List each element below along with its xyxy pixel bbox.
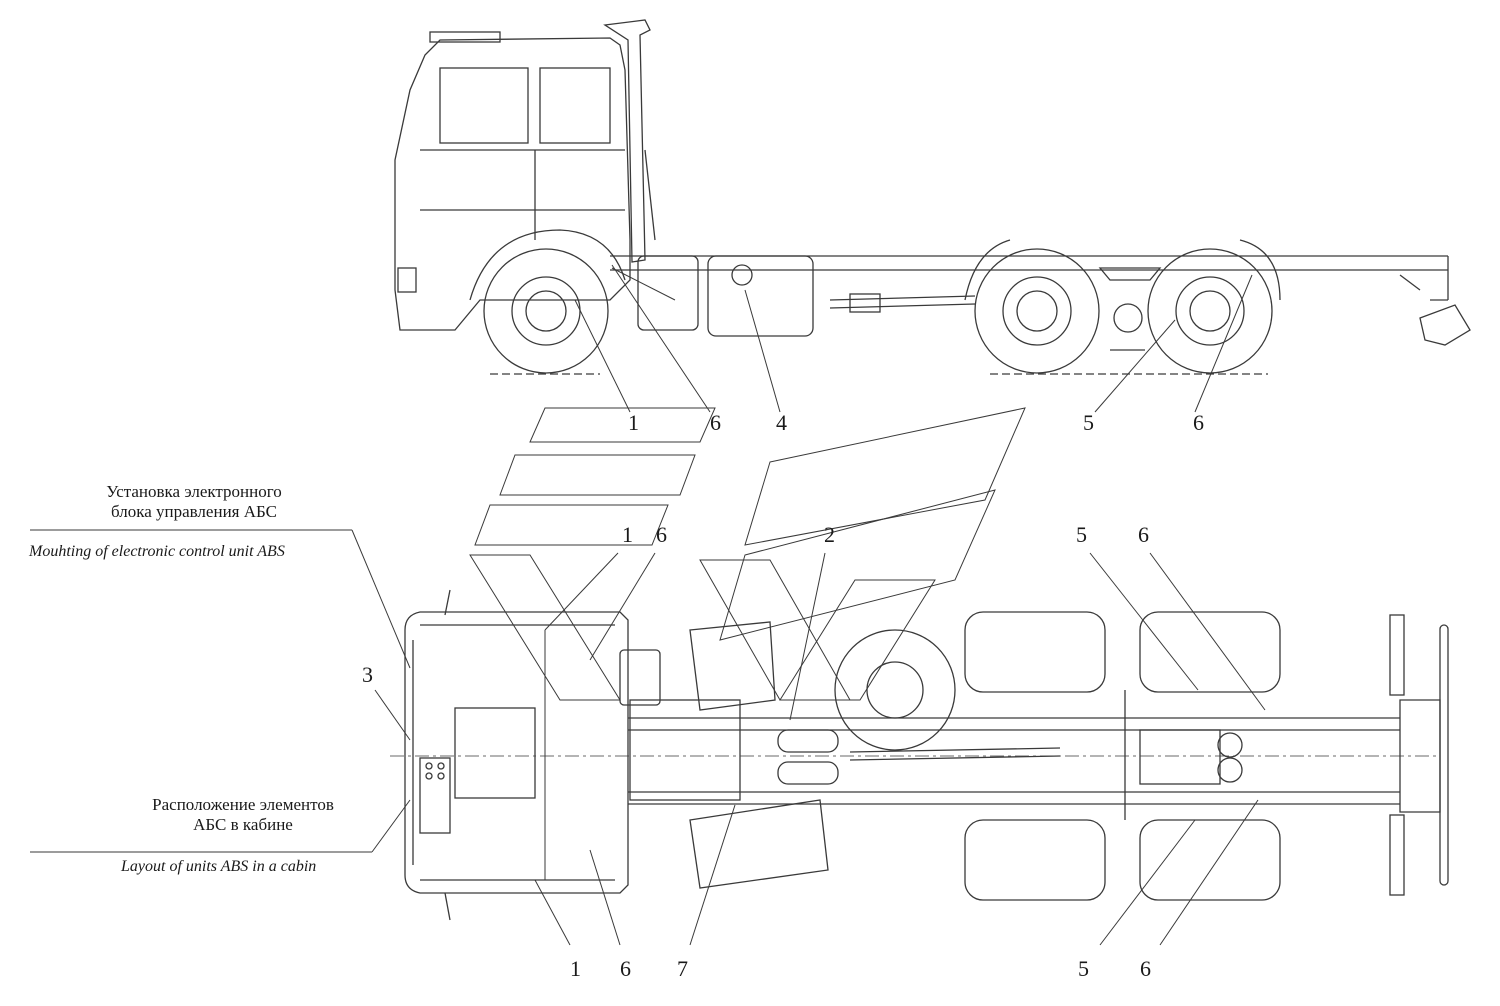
side-callout-1: 1: [628, 410, 639, 435]
rear-wheel-2: [1147, 248, 1273, 374]
ecu-caption-ru-line2: блока управления АБС: [110, 502, 277, 521]
cabin-caption-en: Layout of units ABS in a cabin: [121, 858, 317, 875]
top-callout-6a: 6: [656, 522, 667, 547]
cabin-caption-ru: Расположение элементов АБС в кабине: [118, 795, 368, 835]
cab-outline: [394, 37, 631, 331]
top-callout-3: 3: [362, 662, 373, 687]
side-view-leaders: [574, 264, 1253, 413]
front-wheel: [483, 248, 609, 374]
top-view-leaders: [374, 552, 1266, 946]
cabin-caption-ru-line1: Расположение элементов: [152, 795, 334, 814]
top-callout-6b: 6: [1138, 522, 1149, 547]
cab-window-side: [539, 67, 611, 144]
top-callout-7: 7: [677, 956, 688, 981]
ecu-caption-ru: Установка электронного блока управления …: [60, 482, 328, 522]
top-callout-5b: 5: [1078, 956, 1089, 981]
top-callout-6d: 6: [1140, 956, 1151, 981]
ecu-caption-ru-line1: Установка электронного: [106, 482, 282, 501]
rear-axle-2: [1139, 611, 1281, 901]
side-callout-4: 4: [776, 410, 787, 435]
rear-axle-1: [964, 611, 1106, 901]
battery-box: [707, 255, 814, 337]
caption-rules: [30, 529, 411, 853]
side-callout-6b: 6: [1193, 410, 1204, 435]
cabin-caption-ru-line2: АБС в кабине: [193, 815, 293, 834]
top-view-truck: [390, 589, 1449, 921]
ecu-caption-en: Mouhting of electronic control unit ABS: [29, 543, 285, 560]
cab-top-outline: [404, 611, 629, 894]
top-callout-1b: 1: [570, 956, 581, 981]
side-view-truck: [394, 19, 1471, 375]
fuel-tank: [637, 255, 699, 331]
dash-panel: [419, 757, 451, 834]
side-callout-6a: 6: [710, 410, 721, 435]
fuel-tank-top: [689, 799, 829, 889]
top-callout-2: 2: [824, 522, 835, 547]
side-callout-5: 5: [1083, 410, 1094, 435]
top-callout-1: 1: [622, 522, 633, 547]
rear-wheel-1: [974, 248, 1100, 374]
spare-wheel: [834, 629, 956, 751]
cab-window-front: [439, 67, 529, 144]
top-callout-5a: 5: [1076, 522, 1087, 547]
abs-stripes-graphic: [469, 407, 1026, 701]
top-callout-6c: 6: [620, 956, 631, 981]
